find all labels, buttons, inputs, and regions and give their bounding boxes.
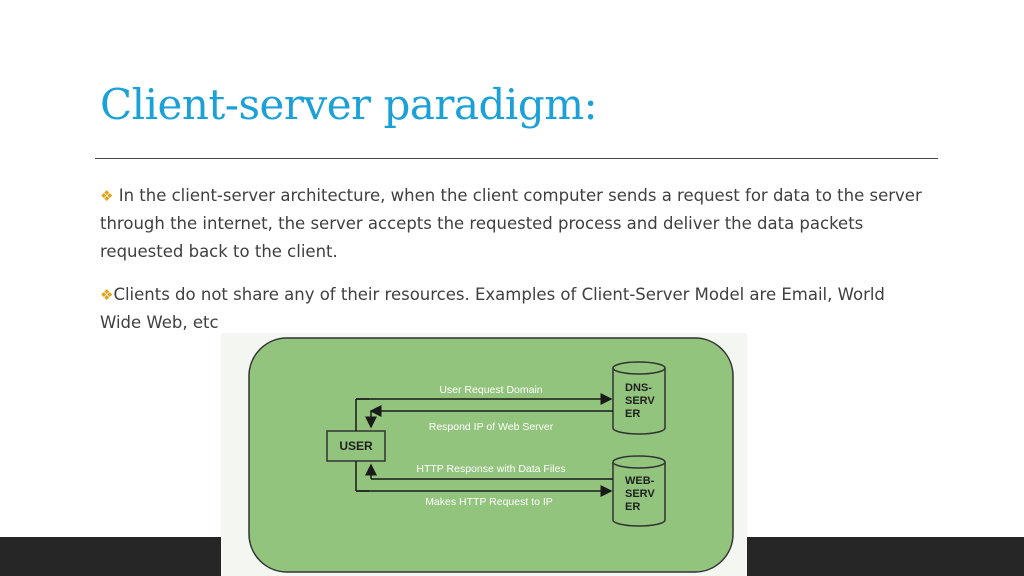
web-server-label-line: ER: [625, 501, 640, 513]
arrow-label: Makes HTTP Request to IP: [425, 496, 553, 508]
diagram-svg: USER DNS- SERV ER WEB- SERV ER: [248, 337, 734, 573]
diamond-bullet-icon: ❖: [100, 187, 114, 205]
dns-server-label-line: DNS-: [625, 382, 652, 394]
bullet-text: In the client-server architecture, when …: [100, 186, 922, 261]
client-server-diagram: USER DNS- SERV ER WEB- SERV ER: [221, 333, 747, 576]
arrow-label: User Request Domain: [439, 384, 542, 396]
bullet-text: Clients do not share any of their resour…: [100, 285, 885, 332]
bullet-item: ❖ In the client-server architecture, whe…: [100, 182, 930, 266]
web-server-label-line: WEB-: [625, 475, 655, 487]
user-label: USER: [339, 439, 373, 453]
slide-title: Client-server paradigm:: [100, 80, 598, 129]
dns-server-cylinder: DNS- SERV ER: [612, 361, 666, 435]
arrow-label: Respond IP of Web Server: [429, 421, 554, 433]
web-server-cylinder: WEB- SERV ER: [612, 455, 666, 527]
dns-server-label-line: ER: [625, 408, 640, 420]
title-divider: [95, 158, 938, 159]
diamond-bullet-icon: ❖: [100, 286, 114, 304]
web-server-label-line: SERV: [625, 488, 655, 500]
arrow-label: HTTP Response with Data Files: [416, 463, 565, 475]
dns-server-label-line: SERV: [625, 395, 655, 407]
bullet-item: ❖Clients do not share any of their resou…: [100, 281, 930, 337]
